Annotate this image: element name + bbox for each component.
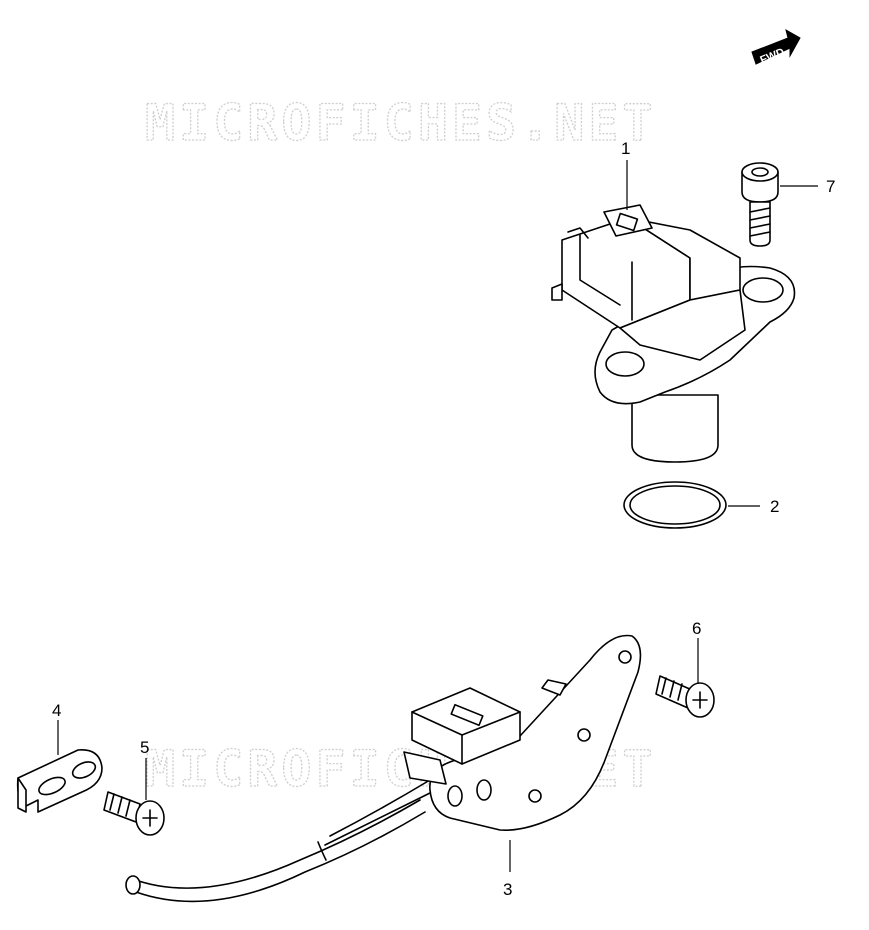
part-6-screw — [655, 675, 715, 718]
callout-1: 1 — [621, 139, 630, 158]
callout-3: 3 — [503, 880, 512, 899]
fwd-arrow-icon: FWD — [751, 28, 801, 67]
callout-6: 6 — [692, 619, 701, 638]
callout-2: 2 — [770, 497, 779, 516]
part-2-o-ring — [623, 481, 727, 529]
callout-7: 7 — [826, 177, 835, 196]
callout-5: 5 — [140, 738, 149, 757]
callout-4: 4 — [52, 701, 61, 720]
part-5-screw — [103, 791, 165, 836]
part-4-clamp — [16, 749, 103, 813]
part-3-bracket-harness — [125, 634, 642, 903]
part-7-bolt — [741, 162, 779, 247]
part-1-sensor — [551, 204, 796, 463]
watermark-top: MICROFICHES.NET — [145, 94, 657, 152]
